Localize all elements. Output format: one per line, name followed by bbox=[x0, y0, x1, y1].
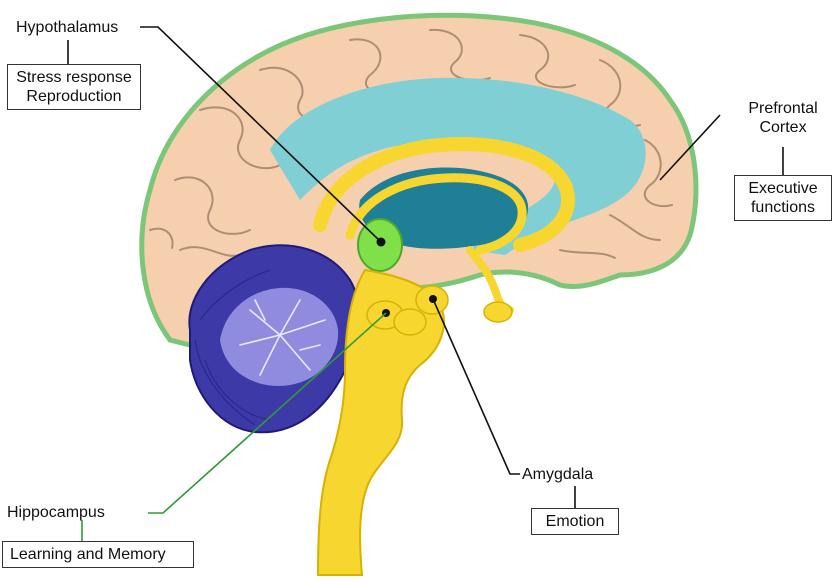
hypothalamus-function-line1: Stress response bbox=[16, 69, 132, 86]
hypothalamus-function-box: Stress response Reproduction bbox=[7, 64, 141, 110]
prefrontal-leader bbox=[659, 114, 721, 181]
gyri-lines bbox=[149, 28, 673, 259]
leader-lines bbox=[67, 26, 784, 541]
hippocampus-leader bbox=[148, 312, 387, 514]
hypothalamus-leader bbox=[140, 26, 382, 243]
amygdala-function-box: Emotion bbox=[531, 508, 619, 535]
hypothalamus-label: Hypothalamus bbox=[16, 19, 119, 36]
prefrontal-name-line2: Cortex bbox=[759, 119, 807, 136]
ventricle-light bbox=[270, 77, 646, 255]
amygdala-label: Amygdala bbox=[522, 466, 594, 483]
prefrontal-function-line1: Executive bbox=[748, 180, 818, 197]
limbic-system bbox=[313, 137, 575, 255]
hypothalamus-function-line2: Reproduction bbox=[26, 88, 122, 105]
cerebellum bbox=[188, 244, 360, 434]
mammillary-body bbox=[483, 301, 513, 323]
hippocampus-function-box: Learning and Memory bbox=[2, 541, 194, 568]
prefrontal-function-box: Executive functions bbox=[734, 175, 832, 221]
prefrontal-function-line2: functions bbox=[750, 199, 816, 216]
amygdala-leader bbox=[432, 298, 520, 475]
hippocampus-label: Hippocampus bbox=[7, 504, 105, 521]
prefrontal-name-line1: Prefrontal bbox=[748, 100, 818, 117]
prefrontal-cortex-label: Prefrontal Cortex bbox=[734, 99, 832, 137]
